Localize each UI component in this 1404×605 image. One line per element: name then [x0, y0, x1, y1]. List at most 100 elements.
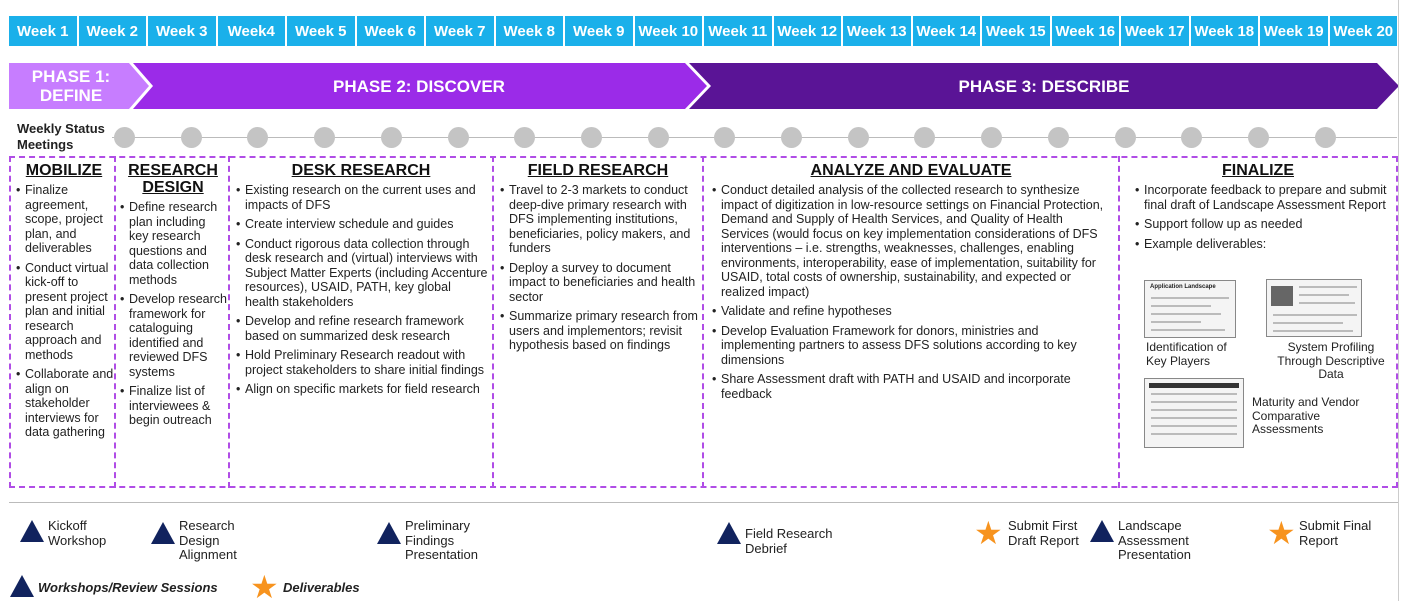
workshop-triangle-icon [20, 520, 44, 542]
list-item: Travel to 2-3 markets to conduct deep-di… [500, 183, 698, 256]
list-item: Define research plan including key resea… [120, 200, 228, 287]
week-cell: Week 14 [912, 16, 980, 46]
week-cell: Week 10 [634, 16, 702, 46]
status-meeting-dot [781, 127, 802, 148]
status-meeting-dot [1315, 127, 1336, 148]
phase1-label: PHASE 1: DEFINE [31, 67, 111, 105]
column-divider [492, 156, 494, 488]
week-cell: Week 7 [426, 16, 494, 46]
legend-deliverable-icon: ★ [250, 569, 279, 605]
column-title: RESEARCH DESIGN [128, 162, 218, 196]
list-item: Finalize agreement, scope, project plan,… [16, 183, 114, 256]
milestone-label: Preliminary Findings Presentation [405, 518, 478, 562]
column-title: FINALIZE [1222, 162, 1294, 179]
list-item: Conduct virtual kick-off to present proj… [16, 261, 114, 363]
status-meeting-dot [181, 127, 202, 148]
week-cell: Week 11 [704, 16, 772, 46]
column-analyze-evaluate: ANALYZE AND EVALUATE Conduct detailed an… [710, 162, 1112, 406]
status-meeting-dot [1048, 127, 1069, 148]
legend-workshops-label: Workshops/Review Sessions [38, 580, 218, 595]
milestone-label: Submit First Draft Report [1008, 518, 1079, 548]
status-meeting-dot [381, 127, 402, 148]
status-meeting-dot [848, 127, 869, 148]
workshop-triangle-icon [377, 522, 401, 544]
list-item: Support follow up as needed [1135, 217, 1392, 232]
list-item: Share Assessment draft with PATH and USA… [712, 372, 1112, 401]
list-item: Example deliverables: [1135, 237, 1392, 252]
item-list: Incorporate feedback to prepare and subm… [1124, 183, 1392, 251]
column-divider [114, 156, 116, 488]
column-divider [1118, 156, 1120, 488]
status-meeting-dot [114, 127, 135, 148]
column-divider [228, 156, 230, 488]
list-item: Align on specific markets for field rese… [236, 382, 488, 397]
week-cell: Week 15 [982, 16, 1050, 46]
week-cell: Week 1 [9, 16, 77, 46]
phase3-label: PHASE 3: DESCRIBE [958, 76, 1130, 96]
workshop-triangle-icon [1090, 520, 1114, 542]
phase1-arrow [9, 63, 149, 109]
column-title: MOBILIZE [25, 162, 103, 179]
week-cell: Week 20 [1329, 16, 1397, 46]
list-item: Conduct detailed analysis of the collect… [712, 183, 1112, 299]
phase2-label: PHASE 2: DISCOVER [333, 76, 505, 96]
week-cell: Week 19 [1260, 16, 1328, 46]
status-meeting-dot [648, 127, 669, 148]
deliverable-thumbnail-maturity [1144, 378, 1244, 448]
deliverable-star-icon: ★ [1267, 515, 1296, 551]
status-meeting-dot [247, 127, 268, 148]
column-divider [702, 156, 704, 488]
phase-arrows [9, 63, 1399, 109]
column-title: ANALYZE AND EVALUATE [810, 162, 1012, 179]
status-meetings-label: Weekly Status Meetings [17, 121, 105, 152]
page-edge [1398, 0, 1399, 601]
thumbnail-header: Application Landscape [1150, 284, 1216, 290]
status-meeting-dot [314, 127, 335, 148]
week-header-row: Week 1 Week 2 Week 3 Week4 Week 5 Week 6… [9, 16, 1397, 46]
column-field-research: FIELD RESEARCH Travel to 2-3 markets to … [498, 162, 698, 358]
thumbnail-caption: Identification of Key Players [1146, 340, 1227, 368]
status-meeting-dot [1248, 127, 1269, 148]
status-meeting-dot [914, 127, 935, 148]
status-meeting-dot [448, 127, 469, 148]
item-list: Travel to 2-3 markets to conduct deep-di… [498, 183, 698, 353]
milestone-label: Field Research Debrief [745, 526, 833, 556]
week-cell: Week 5 [287, 16, 355, 46]
phase2-arrow [133, 63, 707, 109]
status-meeting-dot [714, 127, 735, 148]
thumbnail-caption: System Profiling Through Descriptive Dat… [1277, 340, 1385, 381]
status-meeting-dot [1181, 127, 1202, 148]
week-cell: Week 8 [495, 16, 563, 46]
legend-workshop-icon [10, 575, 34, 597]
week-cell: Week 3 [148, 16, 216, 46]
week-cell: Week 6 [356, 16, 424, 46]
list-item: Create interview schedule and guides [236, 217, 488, 232]
list-item: Develop and refine research framework ba… [236, 314, 488, 343]
milestone-label: Kickoff Workshop [48, 518, 107, 548]
column-title: DESK RESEARCH [291, 162, 431, 179]
column-mobilize: MOBILIZE Finalize agreement, scope, proj… [14, 162, 114, 445]
item-list: Finalize agreement, scope, project plan,… [14, 183, 114, 440]
week-cell: Week 18 [1190, 16, 1258, 46]
week-cell: Week 2 [78, 16, 146, 46]
week-cell: Week 12 [773, 16, 841, 46]
deliverable-thumbnail-key-players: Application Landscape [1144, 280, 1236, 338]
column-title: FIELD RESEARCH [527, 162, 669, 179]
list-item: Incorporate feedback to prepare and subm… [1135, 183, 1392, 212]
list-item: Collaborate and align on stakeholder int… [16, 367, 114, 440]
week-cell: Week 16 [1051, 16, 1119, 46]
item-list: Existing research on the current uses an… [234, 183, 488, 397]
column-desk-research: DESK RESEARCH Existing research on the c… [234, 162, 488, 402]
status-meeting-dot [581, 127, 602, 148]
milestones-divider [9, 502, 1398, 503]
week-cell: Week 17 [1121, 16, 1189, 46]
workshop-triangle-icon [151, 522, 175, 544]
deliverable-thumbnail-system-profiling [1266, 279, 1362, 337]
list-item: Hold Preliminary Research readout with p… [236, 348, 488, 377]
item-list: Conduct detailed analysis of the collect… [710, 183, 1112, 401]
list-item: Existing research on the current uses an… [236, 183, 488, 212]
status-meeting-dot [514, 127, 535, 148]
list-item: Deploy a survey to document impact to be… [500, 261, 698, 305]
deliverable-star-icon: ★ [974, 515, 1003, 551]
workshop-triangle-icon [717, 522, 741, 544]
